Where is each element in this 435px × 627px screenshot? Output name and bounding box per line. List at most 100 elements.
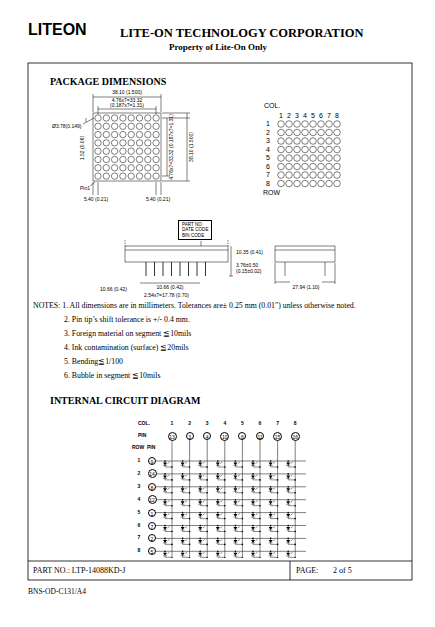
led-dot — [334, 138, 341, 145]
led-dot — [95, 156, 101, 162]
led-dot — [145, 165, 151, 171]
label: 7 — [138, 536, 141, 542]
junction-dot — [235, 525, 237, 527]
led-dot — [310, 121, 317, 128]
led-symbol — [198, 551, 207, 557]
led-dot — [128, 140, 134, 146]
label: ROW — [263, 189, 280, 197]
junction-dot — [294, 531, 296, 533]
junction-dot — [277, 479, 279, 481]
junction-dot — [171, 531, 173, 533]
pin-circle: 10 — [220, 432, 229, 441]
pin-circle: 8 — [148, 483, 156, 491]
led-symbol — [286, 463, 290, 466]
pin-circle: 12 — [148, 495, 157, 504]
label: Pin1 — [80, 186, 90, 192]
junction-dot — [199, 499, 201, 501]
led-dot — [286, 155, 293, 162]
label: 6 — [259, 421, 262, 427]
dim-line — [162, 118, 190, 119]
led-symbol — [163, 474, 172, 480]
junction-dot — [242, 531, 244, 533]
led-dot — [136, 123, 142, 129]
junction-dot — [164, 499, 166, 501]
label: Ø3.78(0.149) — [52, 124, 81, 130]
led-symbol — [233, 474, 242, 480]
pin-number: 15 — [274, 433, 281, 442]
junction-dot — [171, 557, 173, 559]
led-dot — [286, 129, 293, 136]
led-dot — [310, 129, 317, 136]
label: 3 — [295, 112, 299, 120]
pin-circle: 7 — [148, 522, 156, 530]
footer-divider — [290, 561, 291, 580]
led-symbol — [286, 500, 295, 506]
led-dot — [145, 123, 151, 129]
led-dot — [318, 129, 325, 136]
led-dot — [286, 180, 293, 187]
led-symbol — [233, 475, 237, 478]
label: 8 — [335, 112, 339, 120]
led-symbol — [286, 487, 295, 493]
led-dot — [334, 155, 341, 162]
led-dot — [302, 129, 309, 136]
led-symbol — [216, 474, 225, 480]
junction-dot — [189, 518, 191, 520]
junction-dot — [287, 499, 289, 501]
led-symbol — [181, 474, 190, 480]
led-symbol — [181, 553, 185, 556]
led-dot — [334, 163, 341, 170]
led-dot — [286, 172, 293, 179]
led-dot — [302, 138, 309, 145]
pin — [180, 262, 181, 276]
led-symbol — [163, 540, 167, 543]
led-symbol — [251, 526, 260, 532]
junction-dot — [189, 505, 191, 507]
junction-dot — [199, 473, 201, 475]
junction-dot — [217, 551, 219, 553]
led-dot — [136, 115, 142, 121]
led-symbol — [251, 461, 260, 467]
led-dot — [111, 115, 117, 121]
junction-dot — [217, 512, 219, 514]
dim-line — [167, 118, 168, 176]
junction-dot — [182, 525, 184, 527]
led-symbol — [251, 513, 260, 519]
junction-dot — [224, 466, 226, 468]
led-dot — [286, 146, 293, 153]
junction-dot — [242, 479, 244, 481]
led-symbol — [181, 463, 185, 466]
led-dot — [103, 165, 109, 171]
led-symbol — [198, 461, 207, 467]
led-symbol — [286, 551, 295, 557]
led-symbol — [269, 526, 278, 532]
led-symbol — [163, 501, 167, 504]
junction-dot — [277, 557, 279, 559]
pin-number: 1 — [149, 510, 155, 518]
pin-circle: 11 — [256, 432, 264, 440]
led-dot — [95, 173, 101, 179]
led-dot — [153, 123, 159, 129]
junction-dot — [252, 473, 254, 475]
dim-line — [156, 106, 157, 114]
pin-circle: 2 — [148, 534, 156, 542]
led-symbol — [181, 540, 185, 543]
pin — [146, 262, 147, 276]
row-wire — [156, 461, 306, 462]
led-symbol — [198, 527, 202, 530]
pin-number: 13 — [169, 433, 176, 442]
led-dot — [145, 131, 151, 137]
pin-circle: 5 — [148, 547, 156, 555]
label: 10.35 (0.41) — [236, 250, 263, 256]
junction-dot — [287, 473, 289, 475]
pin-circle: 9 — [148, 457, 156, 465]
junction-dot — [270, 473, 272, 475]
led-dot — [326, 180, 333, 187]
dim-line — [93, 182, 94, 195]
led-dot — [310, 155, 317, 162]
junction-dot — [199, 525, 201, 527]
junction-dot — [206, 557, 208, 559]
led-symbol — [198, 475, 202, 478]
junction-dot — [189, 544, 191, 546]
label: 3.76±0.50 — [236, 263, 258, 269]
